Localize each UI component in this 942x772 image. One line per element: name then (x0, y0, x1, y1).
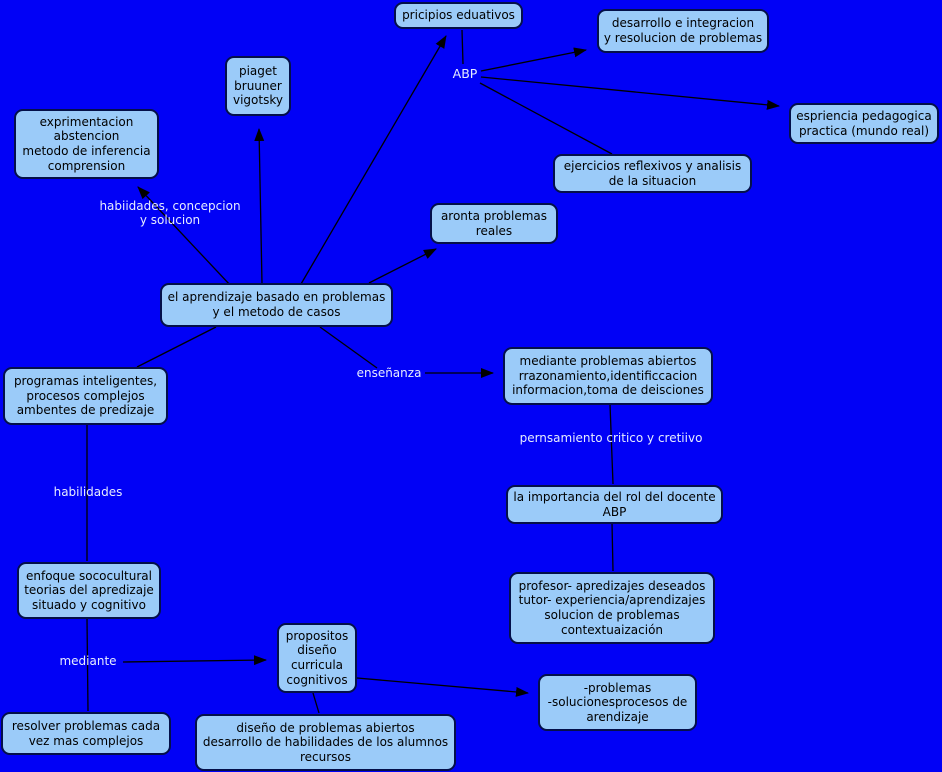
node-propositos-diseno-curricula[interactable]: propositos diseño curricula cognitivos (277, 623, 357, 693)
label-habilidades[interactable]: habilidades (53, 485, 123, 499)
node-ejercicios-reflexivos[interactable]: ejercicios reflexivos y analisis de la s… (553, 154, 752, 193)
node-programas-inteligentes[interactable]: programas inteligentes, procesos complej… (3, 367, 168, 425)
node-mediante-problemas-abiertos[interactable]: mediante problemas abiertos rrazonamient… (503, 347, 713, 405)
edge-central-exprimentacion (137, 186, 232, 287)
edge-importancia-profesor (611, 522, 614, 572)
node-pricipios-eduativos[interactable]: pricipios eduativos (394, 2, 523, 29)
edge-central-aronta (368, 248, 437, 284)
label-abp[interactable]: ABP (452, 66, 478, 81)
node-aprendizaje-basado-problemas[interactable]: el aprendizaje basado en problemas y el … (160, 283, 393, 327)
node-problemas-soluciones[interactable]: -problemas -solucionesprocesos de arendi… (538, 674, 697, 731)
edge-enfoque-resolver (86, 617, 89, 712)
edge-central-ensenanza (319, 326, 378, 369)
edge-mediante-problemas-importancia (609, 403, 614, 485)
node-espriencia-pedagogica[interactable]: espriencia pedagogica practica (mundo re… (789, 103, 939, 144)
node-desarrollo-integracion[interactable]: desarrollo e integracion y resolucion de… (597, 9, 769, 53)
edge-abp-pricipios (461, 29, 464, 65)
label-mediante[interactable]: mediante (59, 654, 117, 668)
label-habiidades-concepcion[interactable]: habiidades, concepcion y solucion (99, 199, 241, 228)
edge-central-piaget (254, 128, 265, 285)
node-resolver-problemas[interactable]: resolver problemas cada vez mas complejo… (1, 712, 171, 755)
node-enfoque-sococultural[interactable]: enfoque sococultural teorias del aprediz… (17, 562, 161, 619)
edge-abp-espriencia (480, 76, 780, 110)
label-pernsamiento-critico[interactable]: pernsamiento critico y cretiivo (519, 431, 703, 445)
node-profesor-tutor[interactable]: profesor- apredizajes deseados tutor- ex… (509, 572, 715, 644)
node-aronta-problemas-reales[interactable]: aronta problemas reales (430, 203, 558, 244)
edge-abp-desarrollo (480, 47, 587, 72)
node-exprimentacion[interactable]: exprimentacion abstencion metodo de infe… (14, 109, 159, 179)
edge-abp-ejercicios (479, 82, 613, 155)
edge-central-programas (136, 326, 217, 368)
node-importancia-rol-docente[interactable]: la importancia del rol del docente ABP (506, 485, 723, 524)
edge-mediante-propositos (122, 655, 267, 666)
edge-propositos-problemas (356, 677, 529, 697)
node-piaget-bruuner-vigotsky[interactable]: piaget bruuner vigotsky (225, 56, 291, 116)
label-ensenanza[interactable]: enseñanza (356, 366, 422, 380)
edge-central-pricipios (300, 35, 447, 285)
node-diseno-problemas-abiertos[interactable]: diseño de problemas abiertos desarrollo … (195, 714, 456, 771)
edge-propositos-diseno (312, 692, 320, 714)
